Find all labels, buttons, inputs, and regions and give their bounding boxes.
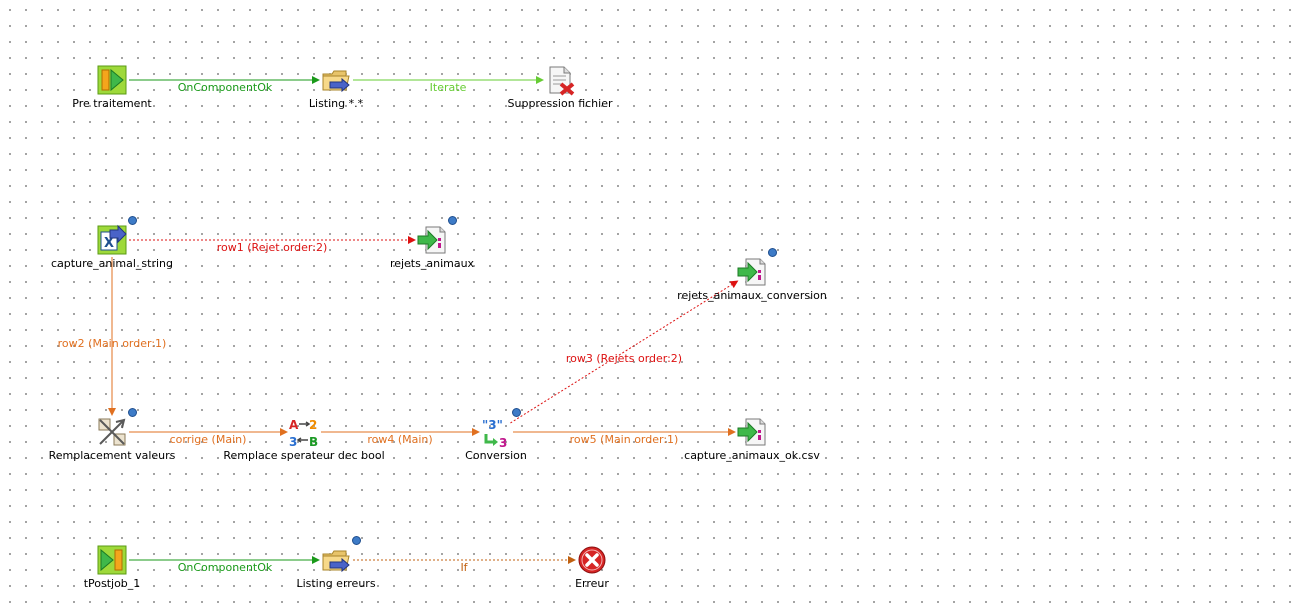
svg-text:3: 3 [289, 435, 297, 448]
excel-input-icon: X [96, 224, 128, 256]
node-label: Conversion [465, 449, 527, 462]
file-output-icon [416, 224, 448, 256]
connection-label[interactable]: If [460, 561, 468, 574]
info-badge[interactable] [128, 216, 137, 225]
svg-text:2: 2 [309, 418, 317, 432]
file-output-icon [736, 416, 768, 448]
svg-text:A: A [289, 418, 299, 432]
info-badge[interactable] [512, 408, 521, 417]
info-badge[interactable] [768, 248, 777, 257]
node-tpostjob-1[interactable] [96, 544, 128, 576]
connection-label[interactable]: row4 (Main) [367, 433, 433, 446]
connection-label[interactable]: OnComponentOk [177, 81, 273, 94]
convert-type-icon: "3" 3 [480, 416, 512, 448]
node-label: capture_animal_string [51, 257, 173, 270]
node-label: Remplace sperateur dec bool [223, 449, 385, 462]
error-icon [576, 544, 608, 576]
svg-text:"3": "3" [482, 418, 503, 432]
postjob-icon [96, 544, 128, 576]
node-capture-animal-string[interactable]: X [96, 224, 128, 256]
info-badge[interactable] [352, 536, 361, 545]
file-delete-icon [544, 64, 576, 96]
node-listing[interactable] [320, 64, 352, 96]
node-label: Pre traitement [72, 97, 152, 110]
node-remplacement-valeurs[interactable] [96, 416, 128, 448]
node-label: rejets_animaux_conversion [677, 289, 827, 302]
node-label: Listing *.* [308, 97, 364, 110]
folder-list-icon [320, 544, 352, 576]
node-capture-animaux-ok[interactable] [736, 416, 768, 448]
connection-label[interactable]: row3 (Rejets order:2) [565, 352, 683, 365]
node-pre-traitement[interactable] [96, 64, 128, 96]
prejob-icon [96, 64, 128, 96]
node-rejets-animaux[interactable] [416, 224, 448, 256]
node-label: Remplacement valeurs [48, 449, 176, 462]
node-conversion[interactable]: "3" 3 [480, 416, 512, 448]
node-label: Suppression fichier [507, 97, 613, 110]
replace-icon [96, 416, 128, 448]
node-remplace-sperateur[interactable]: A 2 3 B [288, 416, 320, 448]
svg-text:3: 3 [499, 436, 507, 448]
connection-label[interactable]: row1 (Rejet order:2) [216, 241, 328, 254]
svg-text:B: B [309, 435, 318, 448]
connection-label[interactable]: OnComponentOk [177, 561, 273, 574]
folder-list-icon [320, 64, 352, 96]
node-listing-erreurs[interactable] [320, 544, 352, 576]
connection-label[interactable]: row5 (Main order:1) [569, 433, 679, 446]
node-label: rejets_animaux [389, 257, 475, 270]
node-label: tPostjob_1 [83, 577, 141, 590]
node-erreur[interactable] [576, 544, 608, 576]
connection-label[interactable]: row2 (Main order:1) [57, 337, 167, 350]
svg-text:X: X [104, 236, 114, 251]
node-rejets-animaux-conversion[interactable] [736, 256, 768, 288]
map-convert-icon: A 2 3 B [288, 416, 320, 448]
node-suppression-fichier[interactable] [544, 64, 576, 96]
connection-label[interactable]: corrige (Main) [169, 433, 247, 446]
connection-label[interactable]: Iterate [429, 81, 467, 94]
node-label: Listing erreurs [296, 577, 376, 590]
file-output-icon [736, 256, 768, 288]
info-badge[interactable] [448, 216, 457, 225]
node-label: capture_animaux_ok.csv [684, 449, 820, 462]
node-label: Erreur [575, 577, 609, 590]
info-badge[interactable] [128, 408, 137, 417]
